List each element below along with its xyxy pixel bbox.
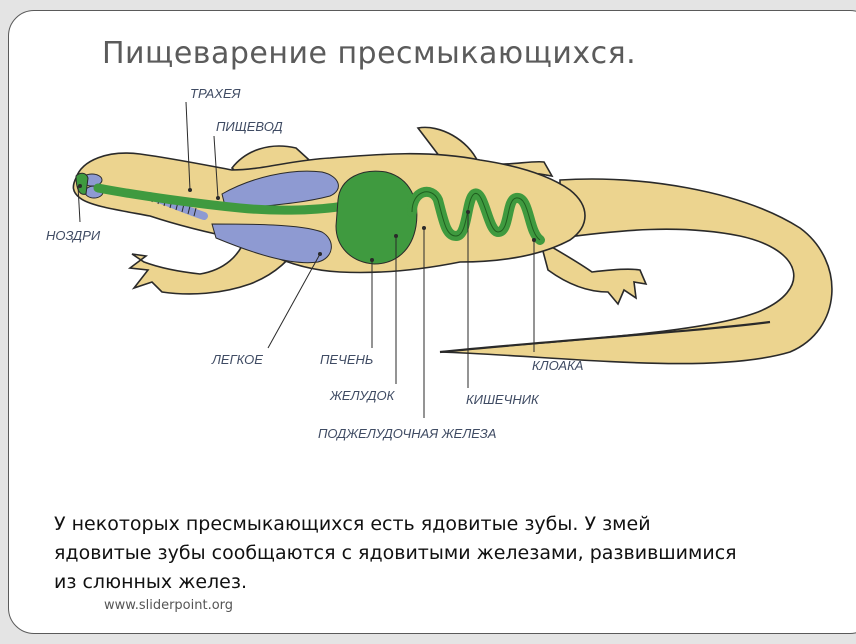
leg-back-lower: [540, 240, 646, 304]
slide-caption: У некоторых пресмыкающихся есть ядовитые…: [54, 510, 754, 597]
source-link[interactable]: www.sliderpoint.org: [104, 598, 233, 613]
lung-lower: [212, 224, 331, 263]
label-lung: ЛЕГКОЕ: [211, 352, 263, 367]
stomach-shape: [336, 171, 417, 264]
label-stomach: ЖЕЛУДОК: [329, 388, 396, 403]
label-trachea: ТРАХЕЯ: [190, 86, 241, 101]
label-intestine: КИШЕЧНИК: [466, 392, 540, 407]
label-esophagus: ПИЩЕВОД: [216, 119, 283, 134]
label-liver: ПЕЧЕНЬ: [320, 352, 373, 367]
label-cloaca: КЛОАКА: [532, 358, 583, 373]
label-pancreas: ПОДЖЕЛУДОЧНАЯ ЖЕЛЕЗА: [318, 426, 496, 441]
label-nostrils: НОЗДРИ: [46, 228, 101, 243]
